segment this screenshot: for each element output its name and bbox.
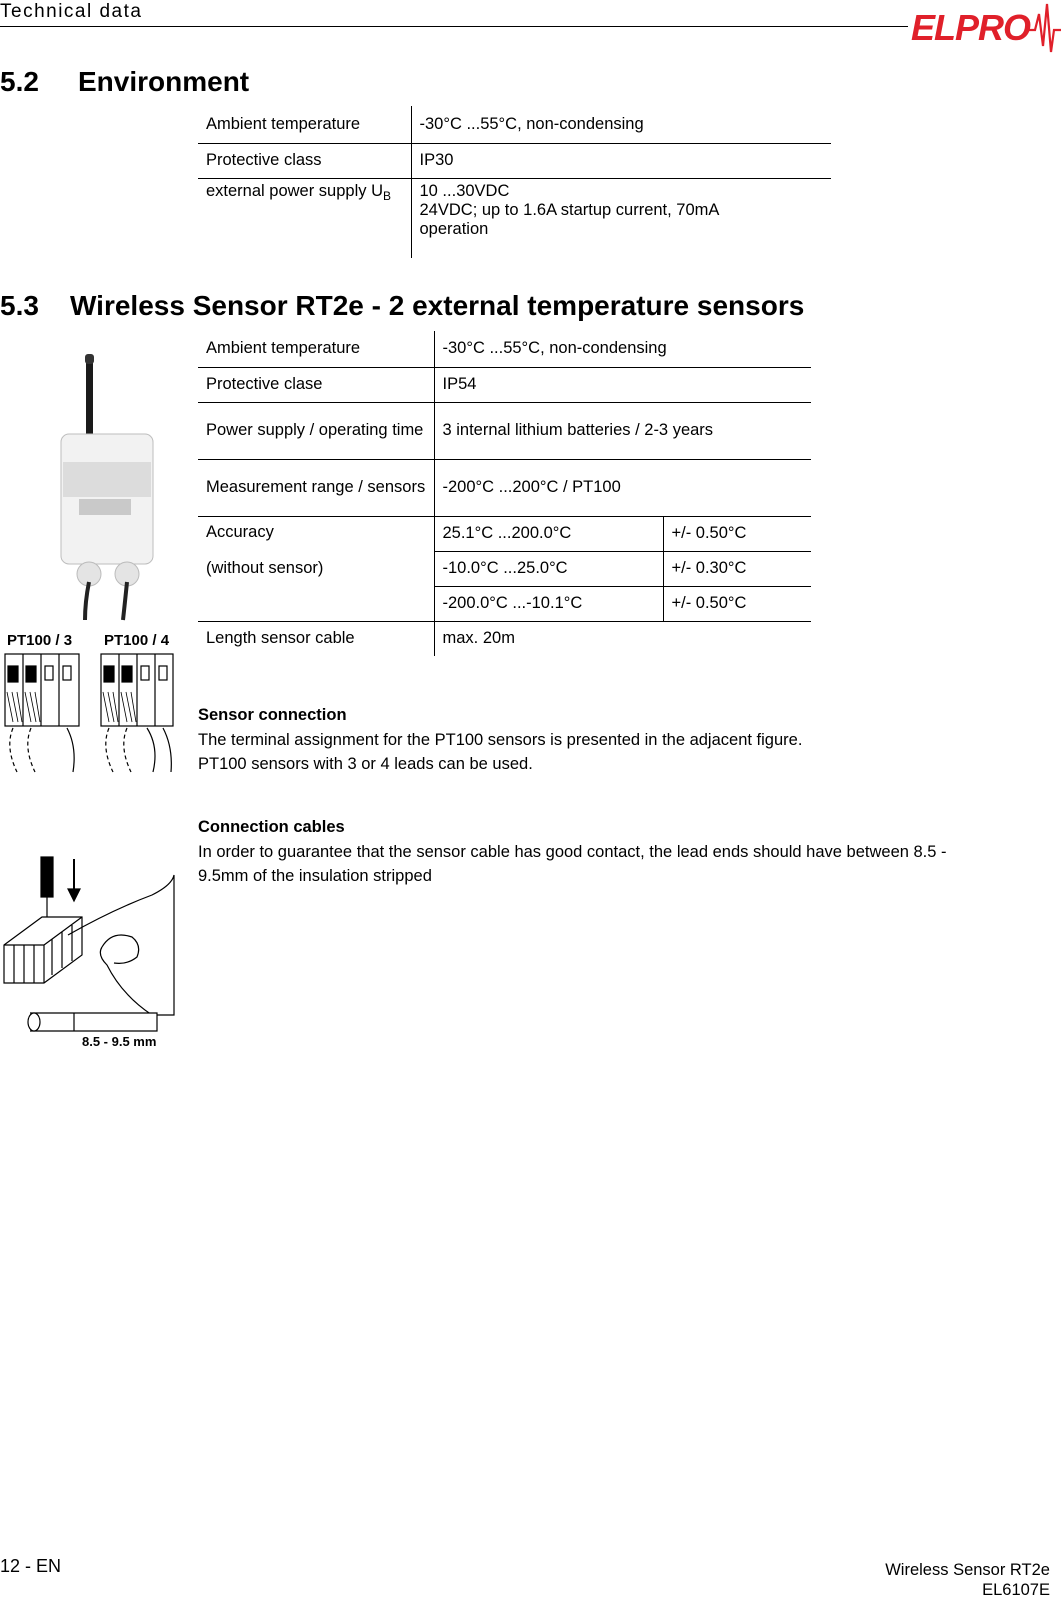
table-cell-label: Length sensor cable [198, 621, 435, 656]
paragraph-line: 9.5mm of the insulation stripped [198, 867, 432, 885]
accuracy-sublabel: (without sensor) [206, 558, 324, 577]
terminal-diagram [4, 653, 174, 773]
accuracy-label: Accuracy [206, 522, 274, 541]
table-row: Ambient temperature -30°C ...55°C, non-c… [198, 331, 811, 368]
tolerance-cell: +/- 0.50°C [663, 516, 811, 552]
elpro-logo: ELPRO [911, 3, 1061, 53]
section-title: Environment [78, 66, 250, 97]
section-title: Wireless Sensor RT2e - 2 external temper… [70, 290, 805, 321]
value-line: 10 ...30VDC [419, 181, 510, 200]
table-cell-label: Accuracy (without sensor) [198, 516, 435, 622]
table-cell-value: IP54 [434, 367, 811, 403]
paragraph-line: In order to guarantee that the sensor ca… [198, 843, 947, 861]
table-cell-value: -30°C ...55°C, non-condensing [411, 106, 831, 144]
table-row: Protective class IP30 [198, 143, 831, 179]
paragraph-line: The terminal assignment for the PT100 se… [198, 731, 803, 749]
table-cell-label: Protective class [198, 143, 412, 179]
table-cell-value: -200°C ...200°C / PT100 [434, 459, 811, 517]
strip-length-label: 8.5 - 9.5 mm [82, 1034, 157, 1049]
table-row: external power supply UB 10 ...30VDC 24V… [198, 178, 831, 258]
sensor-connection-text: The terminal assignment for the PT100 se… [198, 728, 1058, 776]
device-image [60, 354, 154, 621]
table-cell-value: -30°C ...55°C, non-condensing [434, 331, 811, 368]
table-cell-label: external power supply UB [198, 178, 412, 258]
header-section-label: Technical data [0, 1, 143, 22]
tolerance-cell: +/- 0.30°C [663, 551, 811, 587]
table-cell-label: Ambient temperature [198, 106, 412, 144]
cable-insertion-image [3, 856, 175, 1032]
table-row: Measurement range / sensors -200°C ...20… [198, 459, 811, 517]
table-row: Power supply / operating time 3 internal… [198, 402, 811, 460]
table-row: -200.0°C ...-10.1°C +/- 0.50°C [198, 586, 811, 622]
footer-product: Wireless Sensor RT2e EL6107E [885, 1560, 1050, 1600]
footer-doc-id: EL6107E [982, 1581, 1050, 1599]
subscript-b: B [383, 188, 392, 203]
section-5-2-heading: 5.2 Environment [0, 66, 249, 98]
table-row: Ambient temperature -30°C ...55°C, non-c… [198, 106, 831, 144]
environment-table: Ambient temperature -30°C ...55°C, non-c… [198, 106, 831, 258]
terminal-block-3 [4, 653, 80, 773]
pt100-3-label: PT100 / 3 [7, 632, 73, 649]
table-row: Protective clase IP54 [198, 367, 811, 403]
footer-page-number: 12 - EN [0, 1556, 62, 1576]
sensor-connection-heading: Sensor connection [198, 706, 347, 724]
table-cell-value: max. 20m [442, 629, 515, 648]
table-cell-value: 3 internal lithium batteries / 2-3 years [434, 402, 811, 460]
value-line: 24VDC; up to 1.6A startup current, 70mA [419, 200, 720, 219]
table-row: Accuracy (without sensor) 25.1°C ...200.… [198, 516, 811, 622]
connection-cables-heading: Connection cables [198, 818, 345, 836]
table-cell-label: Ambient temperature [198, 331, 435, 368]
sensor-spec-table: Ambient temperature -30°C ...55°C, non-c… [198, 331, 811, 656]
tolerance-cell: +/- 0.50°C [663, 586, 811, 622]
value-line: operation [419, 219, 489, 238]
section-number: 5.2 [0, 66, 39, 97]
table-row: Length sensor cable max. 20m [198, 621, 811, 656]
range-cell: -10.0°C ...25.0°C [434, 551, 664, 587]
table-cell-label: Power supply / operating time [198, 402, 435, 460]
section-number: 5.3 [0, 290, 39, 321]
header-rule [0, 26, 908, 27]
paragraph-line: PT100 sensors with 3 or 4 leads can be u… [198, 755, 533, 773]
logo-wordmark: ELPRO [911, 7, 1031, 48]
range-cell: -200.0°C ...-10.1°C [434, 586, 664, 622]
table-cell-label: Protective clase [198, 367, 435, 403]
table-cell-value: 10 ...30VDC 24VDC; up to 1.6A startup cu… [411, 178, 831, 258]
section-5-3-heading: 5.3 Wireless Sensor RT2e - 2 external tem… [0, 290, 804, 322]
range-cell: 25.1°C ...200.0°C [434, 516, 664, 552]
footer-product-name: Wireless Sensor RT2e [885, 1561, 1050, 1579]
table-row: -10.0°C ...25.0°C +/- 0.30°C [198, 551, 811, 587]
table-cell-label: Measurement range / sensors [198, 459, 435, 517]
power-supply-label: external power supply U [206, 181, 384, 200]
terminal-block-4 [100, 653, 174, 773]
table-cell-value: IP30 [411, 143, 831, 179]
connection-cables-text: In order to guarantee that the sensor ca… [198, 840, 1058, 888]
pt100-4-label: PT100 / 4 [104, 632, 170, 649]
logo-heartbeat-icon [1029, 3, 1061, 53]
